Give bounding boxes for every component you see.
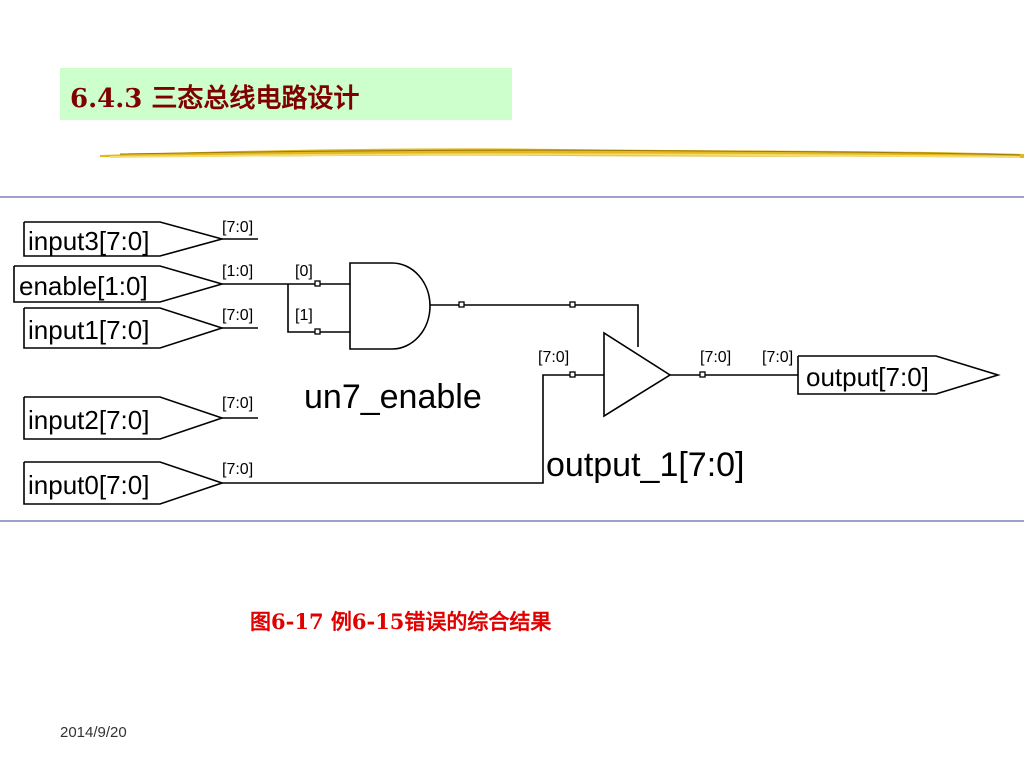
enable-bus-label: [1:0]	[222, 263, 253, 280]
decorative-brush-stroke	[100, 148, 1024, 158]
input3-port	[23, 221, 226, 257]
enable-port	[13, 265, 225, 303]
output-in-bus-label: [7:0]	[762, 349, 793, 366]
slide-date: 2014/9/20	[60, 724, 127, 741]
gate-instance-name: un7_enable	[304, 378, 482, 416]
input2-bus-label: [7:0]	[222, 395, 253, 412]
enable-control-wire	[430, 304, 639, 347]
output-port	[797, 355, 1001, 395]
input0-bus-label: [7:0]	[222, 461, 253, 478]
input0-port	[23, 461, 225, 505]
enable-label: enable[1:0]	[19, 271, 148, 301]
input0-label: input0[7:0]	[28, 470, 149, 500]
input2-port	[23, 396, 225, 440]
output-label: output[7:0]	[806, 362, 929, 392]
and-gate	[349, 262, 431, 350]
enable-bit1-wire	[287, 284, 318, 333]
input1-label: input1[7:0]	[28, 315, 149, 345]
input1-port	[23, 307, 225, 349]
enable-bit0-label: [0]	[295, 263, 313, 280]
buffer-in-bus-label: [7:0]	[538, 349, 569, 366]
tristate-bus-schematic: input3[7:0] enable[1:0] input1[7:0] inpu…	[0, 196, 1024, 522]
input3-label: input3[7:0]	[28, 226, 149, 256]
slide-title-box: 6.4.3 三态总线电路设计	[60, 68, 512, 120]
input1-bus-label: [7:0]	[222, 307, 253, 324]
input3-bus-label: [7:0]	[222, 219, 253, 236]
figure-caption: 图6-17 例6-15错误的综合结果	[250, 609, 552, 634]
input2-label: input2[7:0]	[28, 405, 149, 435]
buffer-out-bus-label: [7:0]	[700, 349, 731, 366]
buffer-instance-name: output_1[7:0]	[546, 446, 745, 484]
tristate-buffer	[603, 331, 672, 418]
slide-title: 6.4.3 三态总线电路设计	[70, 84, 360, 114]
enable-bit1-label: [1]	[295, 307, 313, 324]
